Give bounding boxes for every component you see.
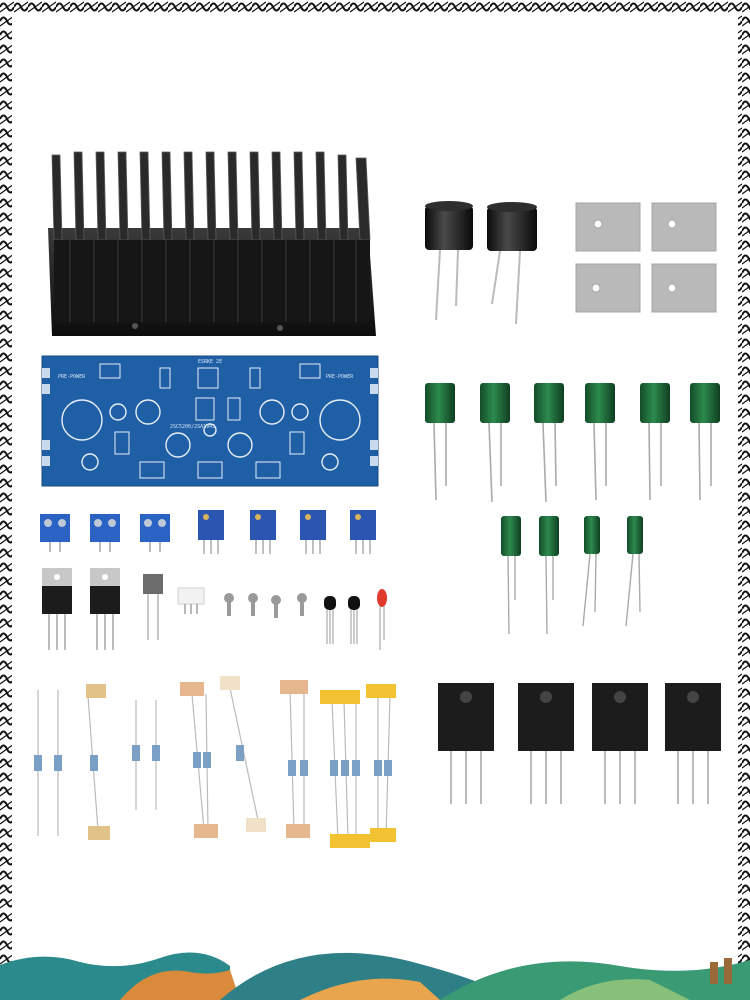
pcb-label-center: 2SC5200/2SA1943: [170, 424, 215, 430]
resistors-and-ceramic-caps: [34, 676, 396, 848]
pcb-label-left: PRE-POWER: [58, 374, 86, 380]
landscape-decoration: [0, 952, 750, 1000]
pcb-label-right: PRE-POWER: [326, 374, 354, 380]
large-black-capacitors: [425, 201, 537, 325]
trimmer-potentiometers: [198, 510, 376, 554]
to220-transistors: [42, 568, 120, 650]
green-capacitors-small: [501, 516, 643, 635]
power-transistors: [438, 683, 721, 804]
heatsink: [48, 151, 376, 336]
amplifier-pcb: ESRKE 2E PRE-POWER PRE-POWER 2SC5200/2SA…: [41, 355, 379, 487]
misc-components: [143, 574, 387, 650]
green-capacitors-large: [425, 383, 720, 503]
pcb-label-top: ESRKE 2E: [198, 359, 222, 365]
screw-terminals: [40, 514, 170, 552]
insulator-pads: [575, 202, 717, 313]
